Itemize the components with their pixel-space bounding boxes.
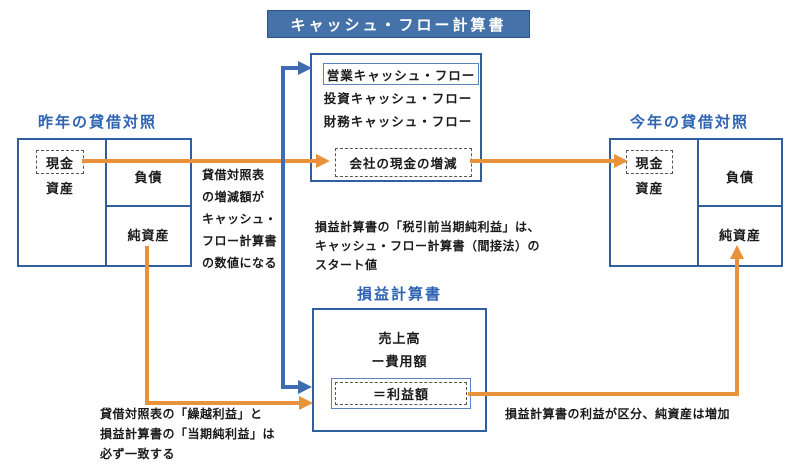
last-year-cash-label: 現金 [45,155,74,171]
arrow-netassets-to-profit-head-icon [299,396,313,410]
this-year-bs-heading: 今年の貸借対照 [630,114,750,131]
blue-connector-top-hshaft [281,66,300,70]
note-indirect-start: 損益計算書の「税引前当期純利益」は、 キャッシュ・フロー計算書（間接法）の スタ… [315,220,541,272]
investing-cf-label: 投資キャッシュ・フロー [323,91,473,106]
arrow-netassets-to-profit-vshaft [145,246,149,405]
this-year-bs-horizontal-divider [697,205,781,207]
arrow-profit-to-netassets-hshaft [468,392,739,396]
profit-box-inner: ＝利益額 [335,382,467,405]
operating-cf-label: 営業キャッシュ・フロー [326,68,476,83]
this-year-cash-box: 現金 [626,150,673,174]
income-statement-heading: 損益計算書 [356,286,442,303]
note-net-assets-increase: 損益計算書の利益が区分、純資産は増加 [505,407,731,421]
financing-cf-label: 財務キャッシュ・フロー [323,114,473,129]
last-year-bs-vertical-divider [105,140,107,265]
cash-change-box: 会社の現金の増減 [335,148,472,177]
this-year-bs-vertical-divider [697,140,699,265]
last-year-net-assets-label: 純資産 [127,227,170,243]
this-year-assets-label: 資産 [635,180,664,196]
last-year-bs-box: 現金 資産 負債 純資産 [17,138,192,267]
last-year-liabilities-label: 負債 [134,169,163,185]
cash-flow-box: 営業キャッシュ・フロー 投資キャッシュ・フロー 財務キャッシュ・フロー 会社の現… [310,53,482,182]
profit-label: ＝利益額 [372,387,429,402]
diagram-title: キャッシュ・フロー計算書 [290,16,507,34]
arrow-profit-to-netassets-head-icon [730,245,744,259]
arrow-cfchange-to-cash-shaft [470,159,614,163]
arrow-profit-to-netassets-vshaft [735,258,739,394]
diagram-title-box: キャッシュ・フロー計算書 [267,10,530,38]
arrow-cfchange-to-cash-head-icon [614,154,628,168]
operating-cf-box: 営業キャッシュ・フロー [323,63,479,85]
note-bs-delta: 貸借対照表 の増減額が キャッシュ・ フロー計算書 の数値になる [202,168,278,270]
expenses-label: ー費用額 [371,353,428,369]
this-year-liabilities-label: 負債 [725,169,754,185]
this-year-net-assets-label: 純資産 [718,227,761,243]
blue-connector-vshaft [281,66,285,389]
income-statement-box: 売上高 ー費用額 ＝利益額 [312,308,487,432]
last-year-assets-label: 資産 [45,180,74,196]
this-year-cash-label: 現金 [635,155,664,171]
blue-connector-bottom-head-icon [298,380,312,394]
sales-label: 売上高 [378,330,421,346]
blue-connector-top-head-icon [298,61,312,75]
cash-change-label: 会社の現金の増減 [349,157,458,171]
this-year-bs-box: 現金 資産 負債 純資産 [609,138,783,267]
last-year-bs-heading: 昨年の貸借対照 [38,114,158,131]
arrow-netassets-to-profit-hshaft [145,401,300,405]
note-retained-profit: 貸借対照表の「繰越利益」と 損益計算書の「当期純利益」は 必ず一致する [100,407,276,461]
blue-connector-bottom-hshaft [281,385,300,389]
arrow-cash-to-cfchange-head-icon [316,154,330,168]
last-year-cash-box: 現金 [36,150,84,174]
last-year-bs-horizontal-divider [105,205,190,207]
profit-box: ＝利益額 [331,378,471,409]
arrow-cash-to-cfchange-shaft [82,159,316,163]
